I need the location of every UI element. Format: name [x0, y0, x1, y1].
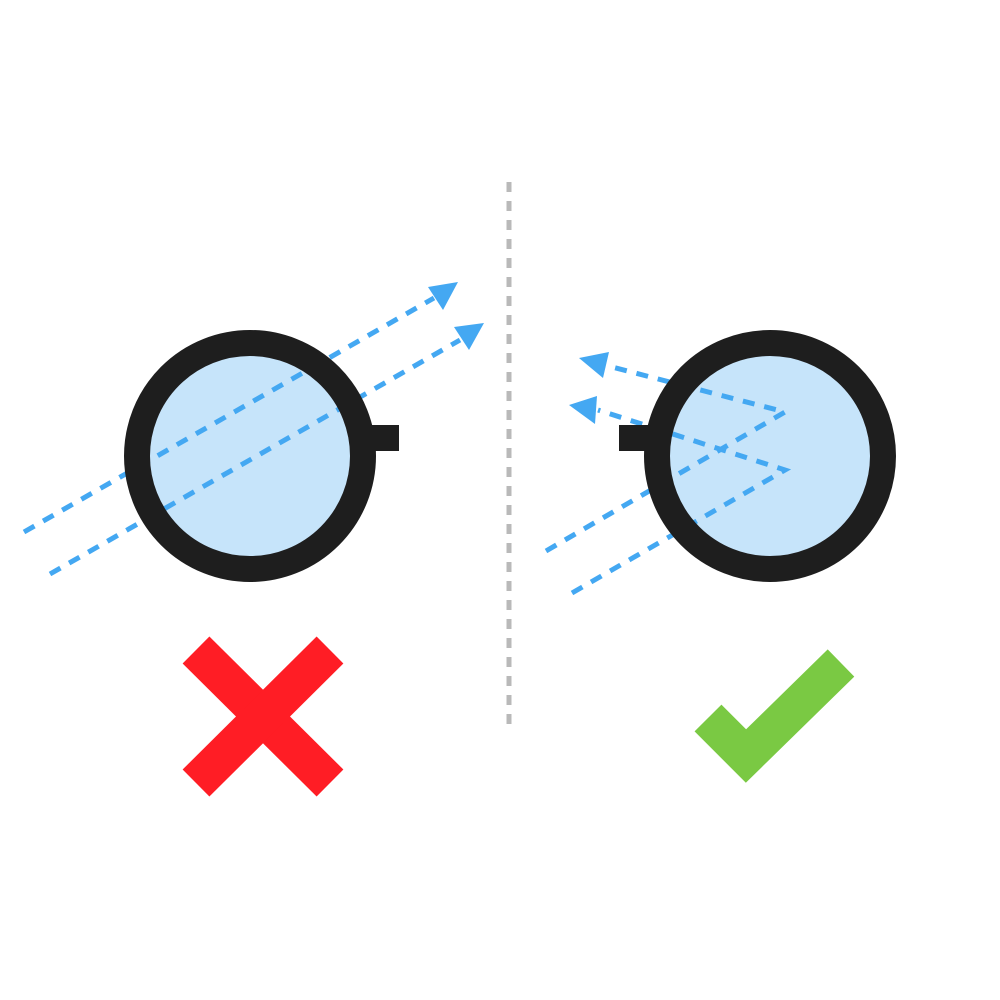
cross-icon [182, 636, 344, 797]
left-panel [22, 282, 484, 797]
left-glasses-frame-icon [124, 330, 376, 582]
right-ray-lower-arrowhead [569, 396, 597, 424]
checkmark-icon [694, 649, 855, 783]
right-ray-upper [544, 364, 792, 554]
right-panel [544, 330, 896, 783]
right-ray-upper-arrowhead [579, 352, 609, 378]
left-ray-upper-arrowhead [428, 282, 458, 310]
left-ray-lower-arrowhead [454, 323, 484, 350]
right-glasses-frame-icon [644, 330, 896, 582]
left-lens [137, 343, 363, 569]
